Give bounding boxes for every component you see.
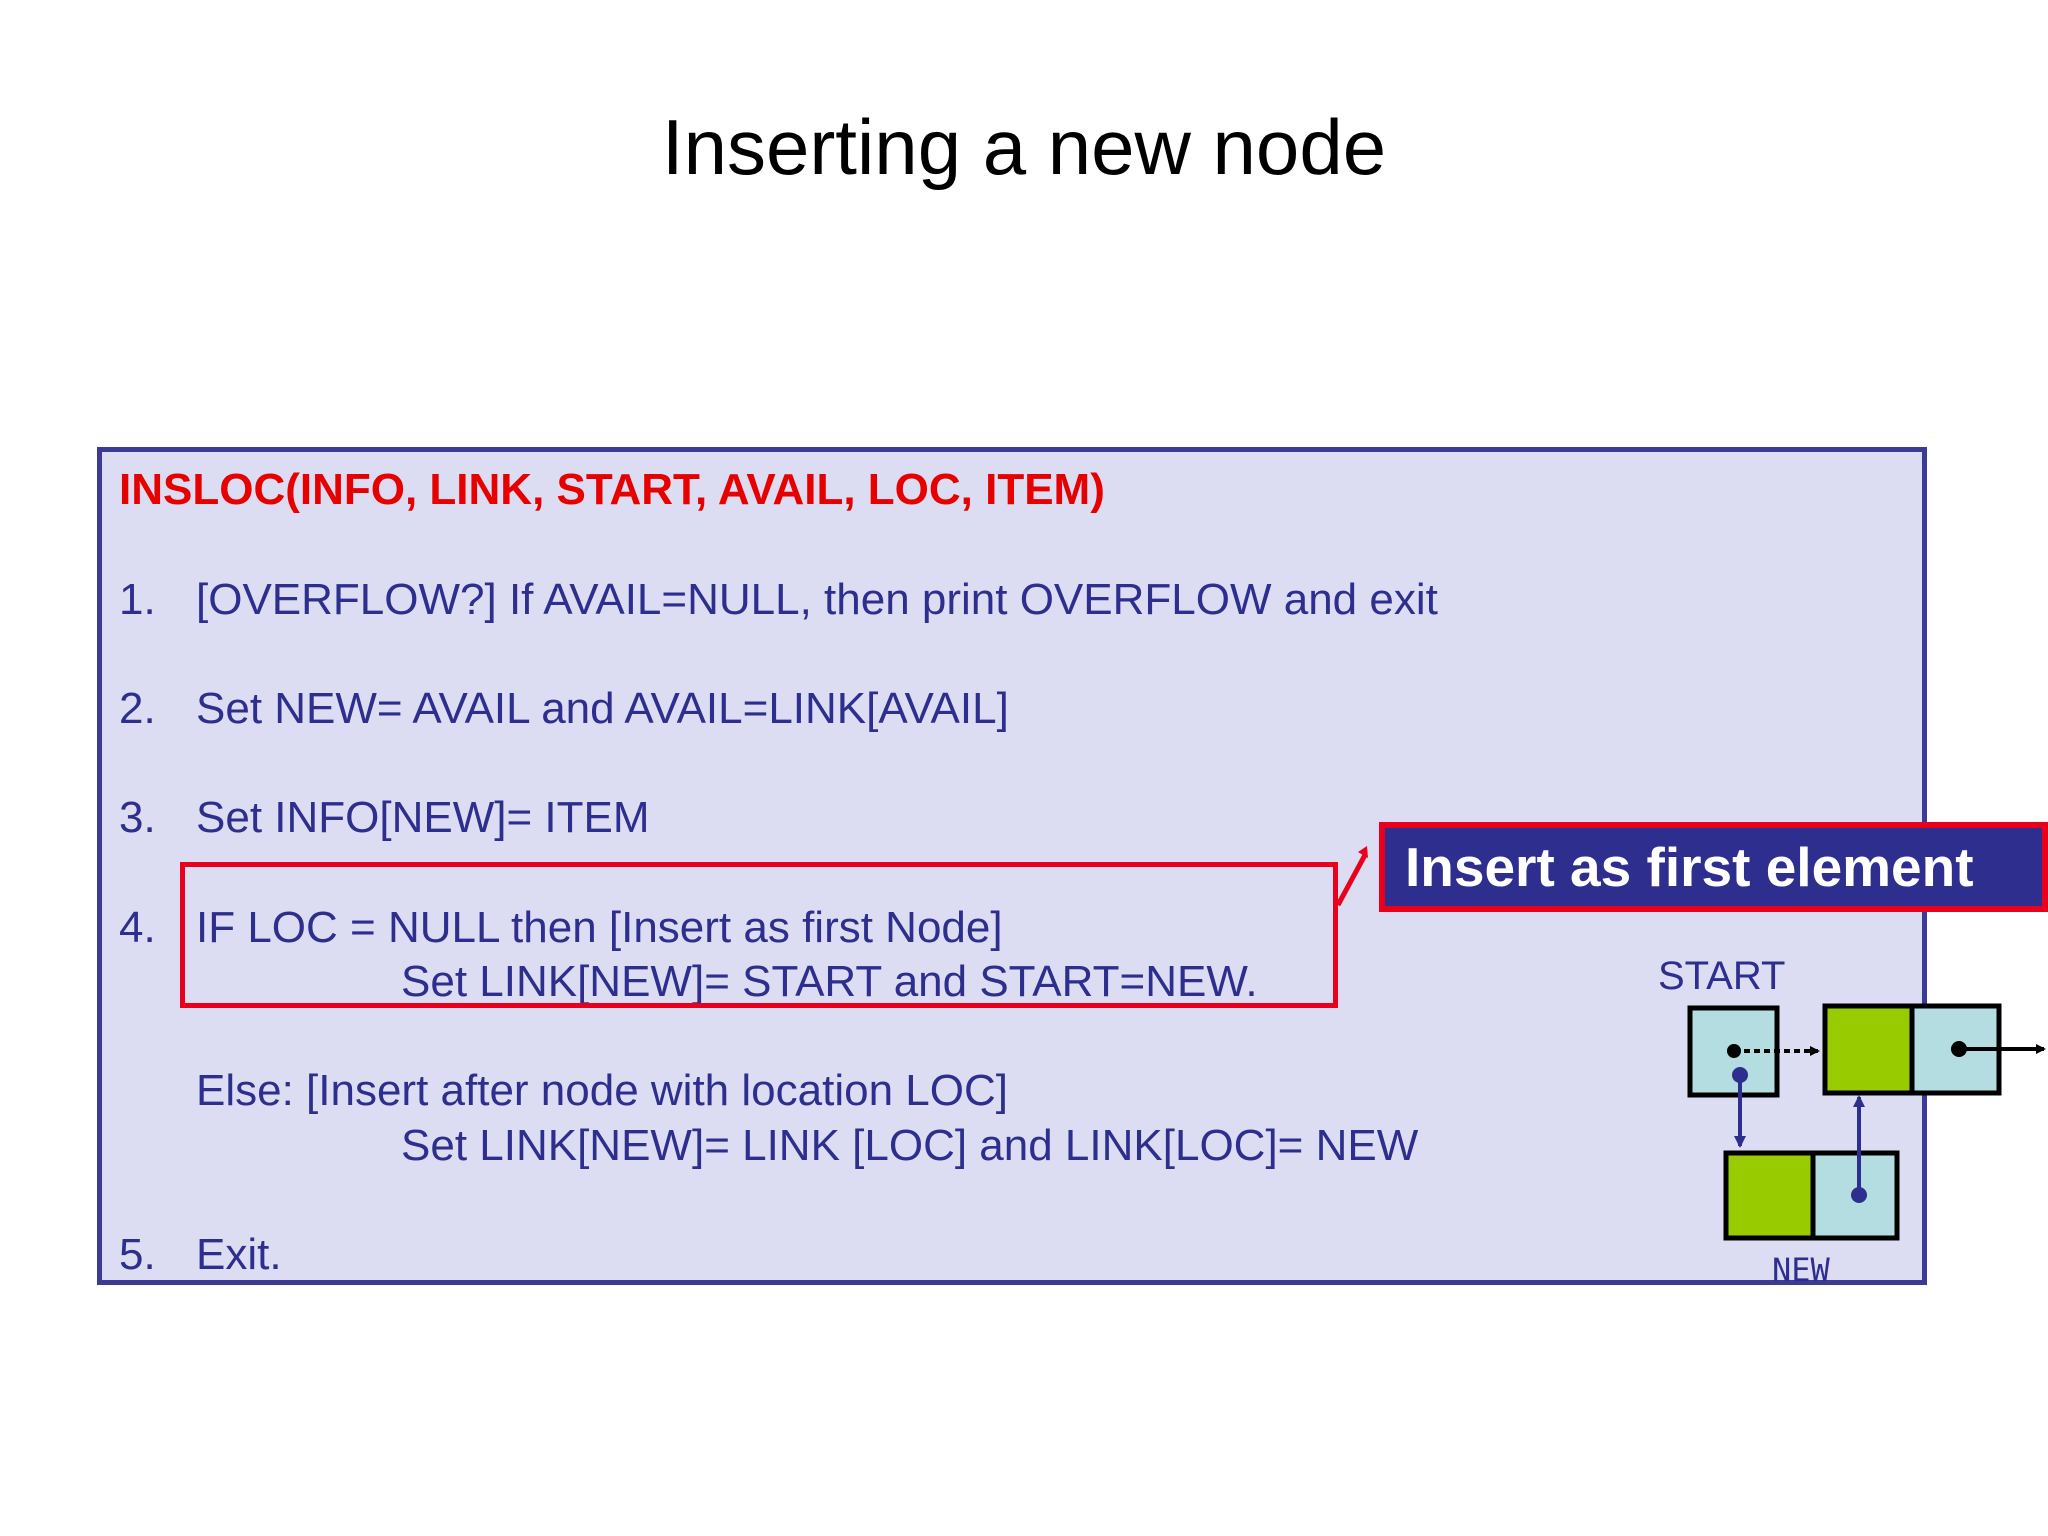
step-number: 2. bbox=[119, 684, 156, 733]
start-label: START bbox=[1658, 954, 1786, 998]
step-text: Set INFO[NEW]= ITEM bbox=[196, 793, 650, 842]
algorithm-name: INSLOC(INFO, LINK, START, AVAIL, LOC, IT… bbox=[119, 465, 1105, 514]
step-number: 3. bbox=[119, 793, 156, 842]
new-label: NEW bbox=[1772, 1251, 1830, 1289]
step-number: 1. bbox=[119, 575, 156, 624]
step-text: Set NEW= AVAIL and AVAIL=LINK[AVAIL] bbox=[196, 684, 1009, 733]
step-text: Exit. bbox=[196, 1230, 282, 1279]
callout-pointer bbox=[1335, 853, 1368, 907]
step-4-else-action: Set LINK[NEW]= LINK [LOC] and LINK[LOC]=… bbox=[401, 1121, 1419, 1170]
step-text: [OVERFLOW?] If AVAIL=NULL, then print OV… bbox=[196, 575, 1438, 624]
step-number: 5. bbox=[119, 1230, 156, 1279]
slide-title: Inserting a new node bbox=[661, 103, 1387, 191]
step-4-else: Else: [Insert after node with location L… bbox=[196, 1066, 1008, 1115]
new-node-info bbox=[1723, 1150, 1816, 1241]
step-text: IF LOC = NULL then [Insert as first Node… bbox=[196, 903, 1003, 952]
first-node-info bbox=[1822, 1003, 1915, 1096]
callout-pointer-tip bbox=[1358, 846, 1368, 858]
step-number: 4. bbox=[119, 903, 156, 952]
highlight-box bbox=[180, 862, 1338, 1008]
start-pointer-cell bbox=[1687, 1005, 1780, 1098]
step-4-then-action: Set LINK[NEW]= START and START=NEW. bbox=[401, 957, 1258, 1006]
callout-label: Insert as first element bbox=[1379, 822, 2048, 912]
